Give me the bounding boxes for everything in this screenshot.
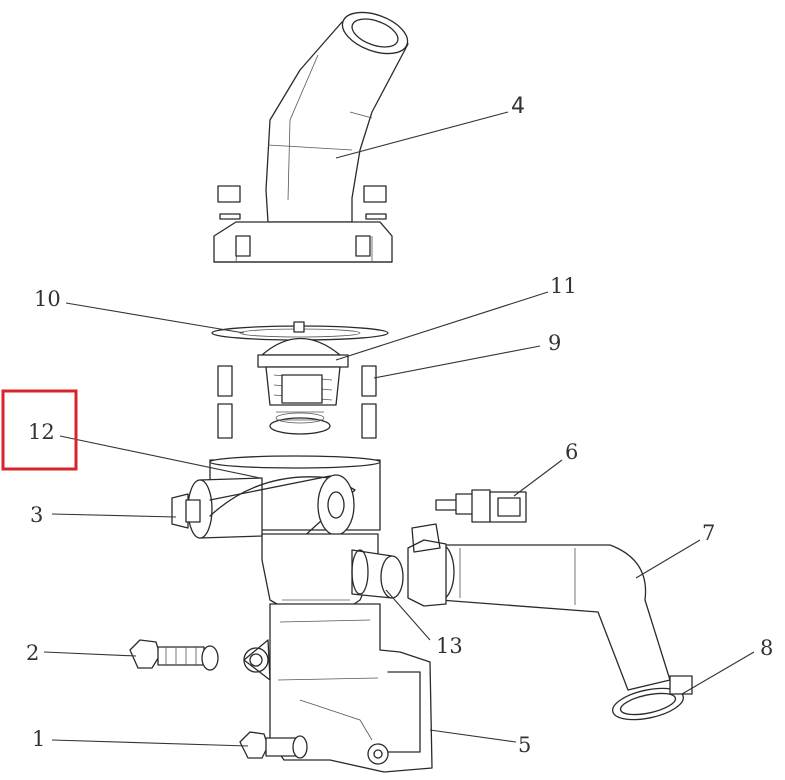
leader-1 [51, 739, 249, 747]
leader-4 [335, 111, 509, 159]
part-1-bolt [239, 731, 308, 759]
leader-12 [59, 435, 261, 479]
part-4-outlet-elbow [213, 11, 409, 263]
callout-5: 5 [518, 733, 531, 757]
part-2-bolt [129, 639, 219, 671]
callout-8: 8 [760, 636, 773, 660]
callout-labels: 4 10 11 9 12 6 3 7 13 2 8 5 1 [26, 94, 773, 757]
callout-7: 7 [702, 521, 715, 545]
callout-4: 4 [511, 94, 525, 119]
leader-6 [513, 459, 563, 497]
leader-8 [681, 651, 755, 695]
leader-9 [373, 345, 541, 379]
part-5-housing-lower [243, 603, 433, 773]
highlight-box-12 [1, 389, 78, 471]
callout-12: 12 [28, 420, 55, 444]
callout-3: 3 [30, 503, 43, 527]
part-7-hose [407, 523, 671, 691]
part-8-clamp [612, 675, 693, 721]
leader-7 [635, 539, 701, 579]
leader-10 [65, 302, 245, 334]
callout-2: 2 [26, 641, 39, 665]
part-3-plug [171, 493, 201, 529]
callout-6: 6 [565, 440, 578, 464]
leader-11 [335, 291, 549, 361]
leader-2 [43, 651, 137, 657]
callout-9: 9 [548, 331, 561, 355]
callout-11: 11 [550, 274, 577, 298]
part-12-thermostat-housing [187, 455, 404, 616]
leader-13 [385, 589, 431, 641]
leader-3 [51, 513, 177, 518]
callout-1: 1 [32, 727, 45, 751]
part-9-seals [217, 365, 377, 439]
callout-13: 13 [436, 634, 463, 658]
part-11-thermostat [257, 321, 349, 435]
part-6-sensor [435, 489, 527, 523]
leader-5 [429, 729, 517, 743]
leader-lines [43, 111, 755, 747]
callout-10: 10 [34, 287, 61, 311]
